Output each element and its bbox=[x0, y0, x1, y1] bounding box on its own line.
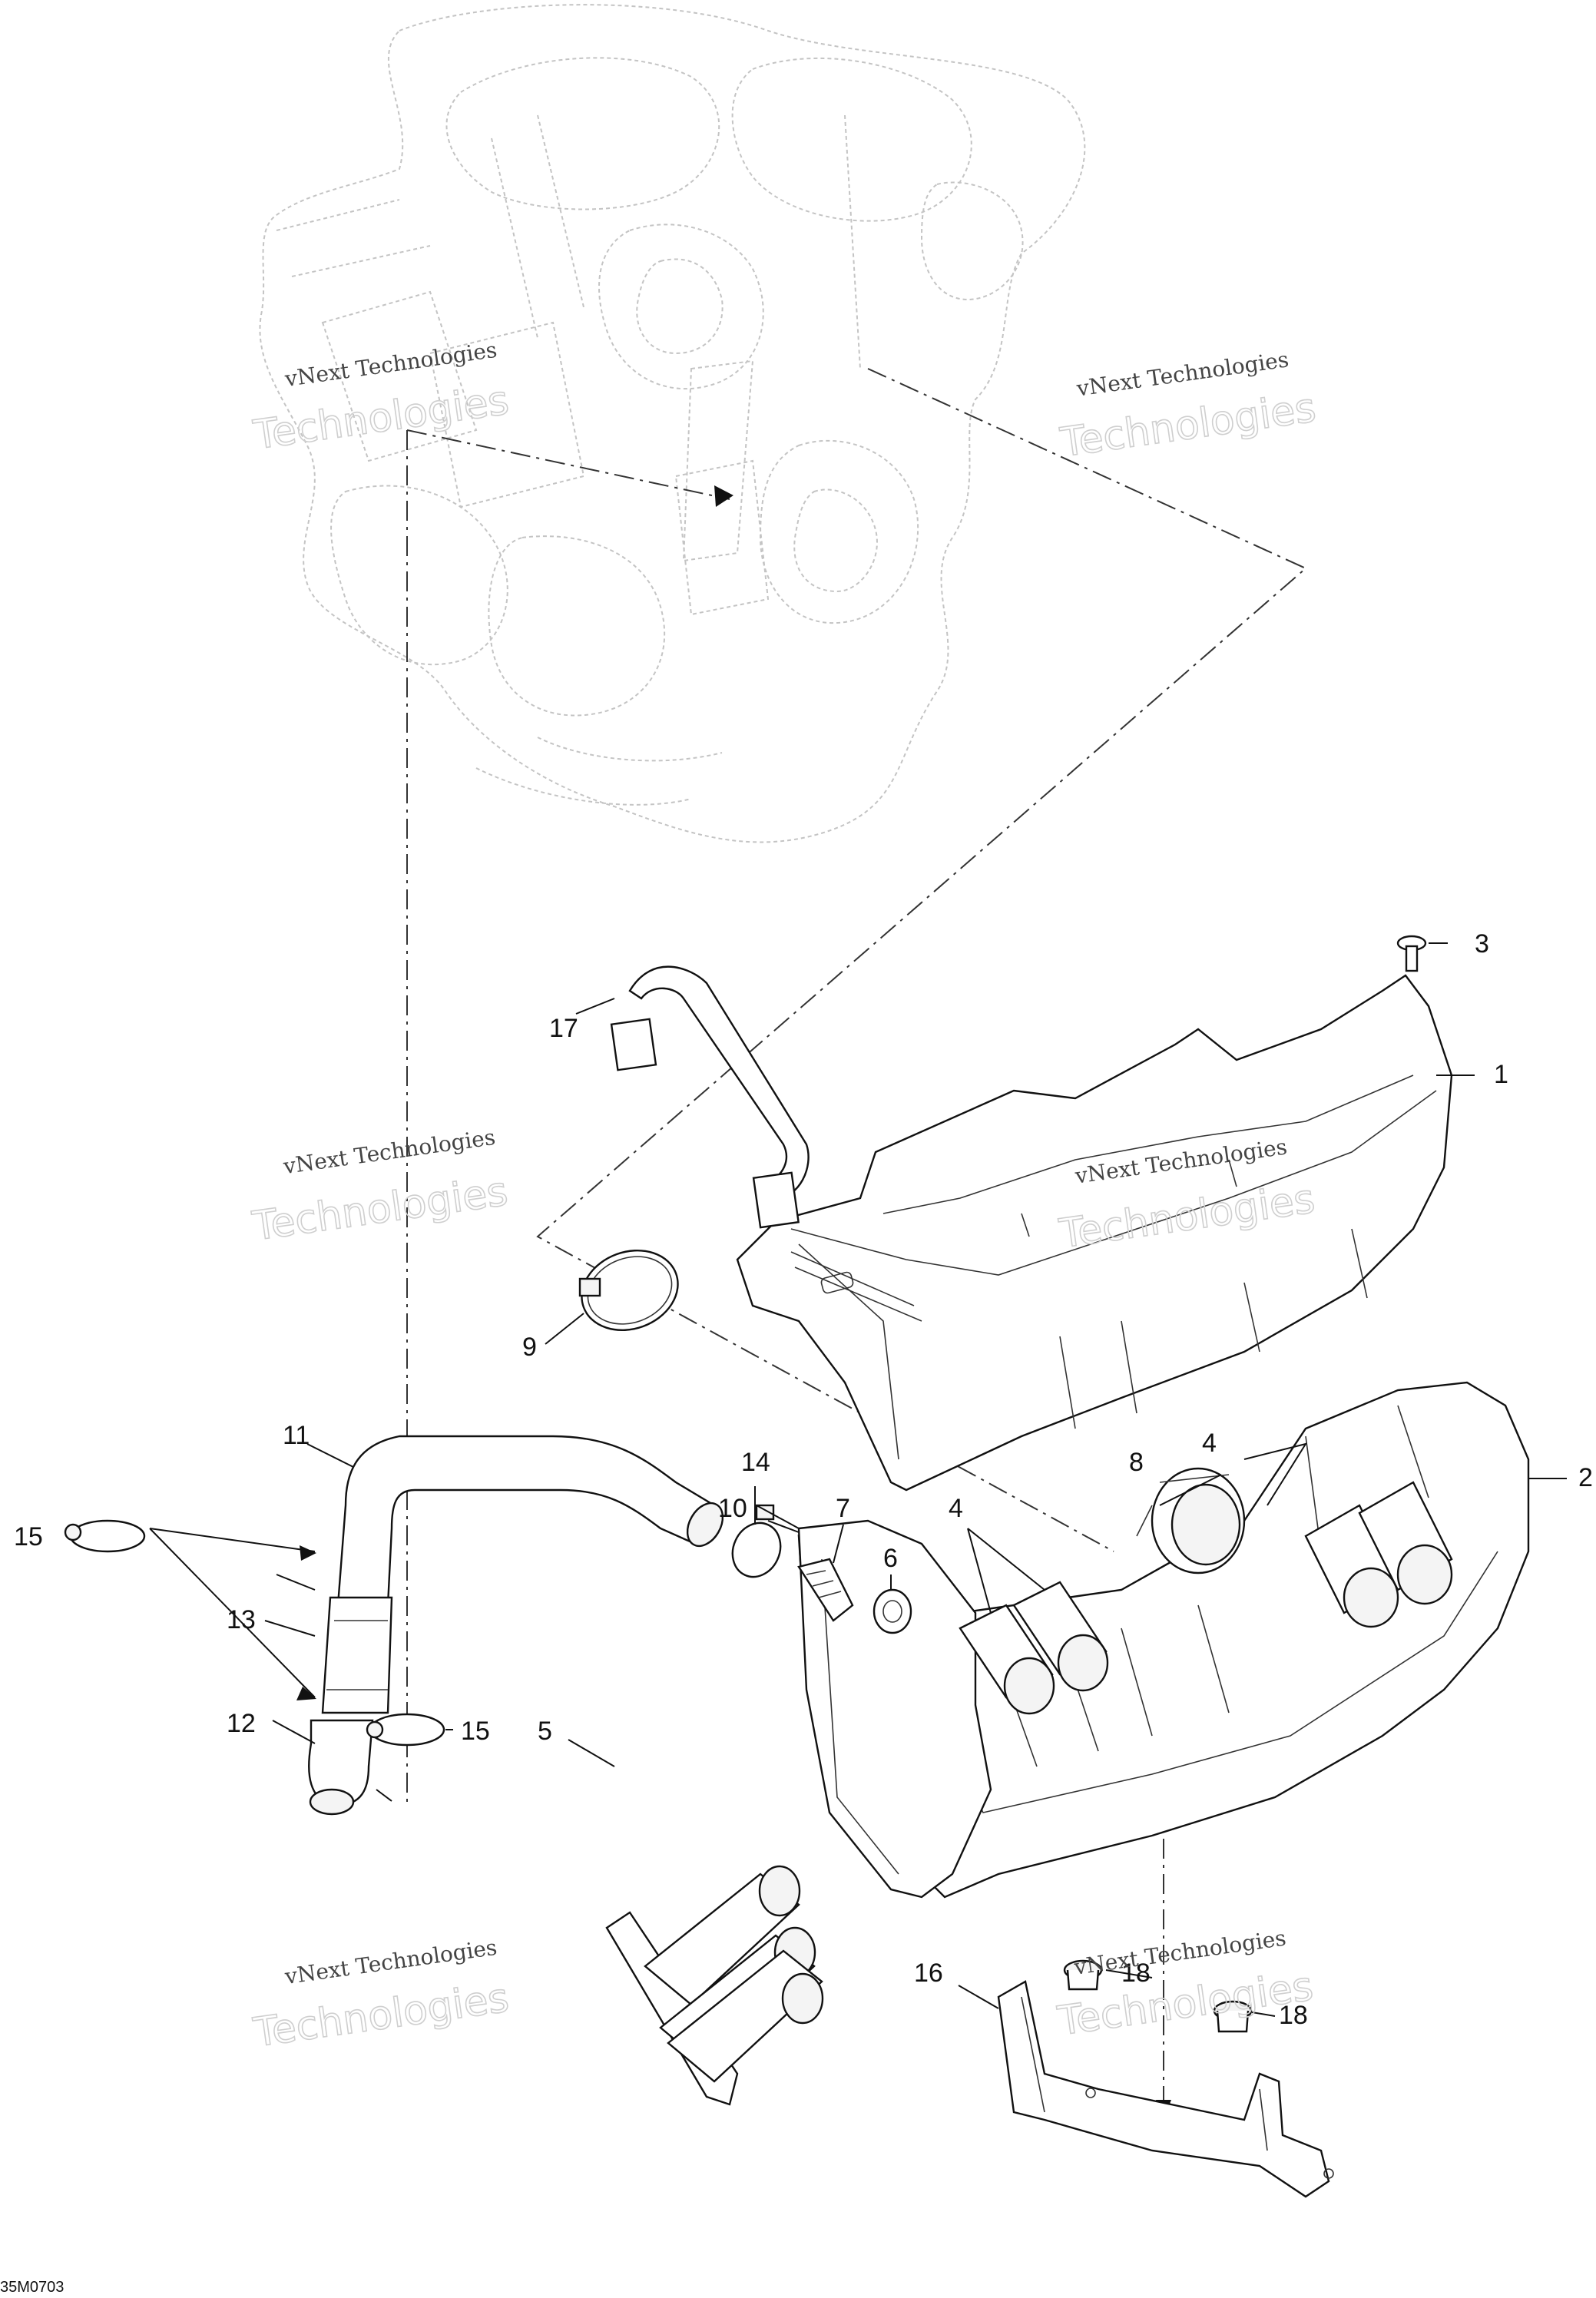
svg-text:vNext Technologies: vNext Technologies bbox=[281, 1124, 497, 1180]
part-11-hose bbox=[336, 1435, 724, 1607]
callout-1: 1 bbox=[1494, 1060, 1508, 1089]
callout-5: 5 bbox=[538, 1717, 552, 1746]
callout-13: 13 bbox=[227, 1605, 256, 1634]
callout-14: 14 bbox=[741, 1448, 770, 1477]
part-4-filter-tubes-right bbox=[1304, 1481, 1453, 1628]
callout-11: 11 bbox=[283, 1421, 310, 1450]
part-12-elbow bbox=[308, 1719, 374, 1816]
svg-text:Technologies: Technologies bbox=[250, 1168, 511, 1250]
callout-12: 12 bbox=[227, 1709, 256, 1738]
part-15-clamp-left bbox=[64, 1519, 146, 1553]
part-1-airbox-cover bbox=[736, 974, 1453, 1492]
engine-ghost-drawing bbox=[259, 4, 1086, 843]
callout-6: 6 bbox=[883, 1544, 898, 1573]
part-3-screw bbox=[1396, 935, 1427, 972]
callout-15-left: 15 bbox=[14, 1522, 43, 1551]
callout-15-right: 15 bbox=[461, 1717, 490, 1746]
watermark-middle-left: vNext Technologies Technologies bbox=[249, 1124, 512, 1250]
callout-8: 8 bbox=[1129, 1448, 1144, 1477]
watermark-top-left: vNext Technologies Technologies bbox=[250, 337, 512, 459]
callout-labels: 3 1 2 4 4 5 6 7 8 9 10 11 12 13 14 15 15… bbox=[14, 929, 1593, 2030]
callout-10: 10 bbox=[718, 1494, 747, 1523]
arrowhead-13-upper bbox=[300, 1545, 316, 1561]
part-7-nipple bbox=[797, 1558, 854, 1622]
callout-3: 3 bbox=[1475, 929, 1489, 959]
callout-18-upper: 18 bbox=[1121, 1959, 1151, 1988]
drawing-reference-code: 35M0703 bbox=[0, 2279, 64, 2296]
part-13-hose-middle bbox=[321, 1596, 393, 1714]
part-17-strap bbox=[610, 965, 810, 1229]
callout-2: 2 bbox=[1578, 1463, 1593, 1492]
part-9-clamp bbox=[578, 1249, 679, 1332]
part-4-filter-tubes-center bbox=[959, 1581, 1109, 1715]
callout-16: 16 bbox=[914, 1959, 943, 1988]
leader-lines bbox=[149, 942, 1567, 2017]
callout-4-right: 4 bbox=[1202, 1429, 1217, 1458]
part-8-duct-coupler bbox=[1136, 1467, 1246, 1574]
part-5-filter-plate bbox=[605, 1865, 824, 2106]
part-18-fastener-lower bbox=[1213, 2000, 1253, 2033]
phantom-lines bbox=[406, 368, 1307, 2104]
callout-9: 9 bbox=[522, 1333, 537, 1362]
watermark-top-right: vNext Technologies Technologies bbox=[1057, 346, 1320, 467]
callout-4-center: 4 bbox=[949, 1494, 963, 1523]
engine-arrowhead bbox=[714, 485, 733, 507]
callout-17: 17 bbox=[549, 1014, 578, 1043]
part-15-clamp-right bbox=[366, 1713, 445, 1747]
part-10-filter-box bbox=[797, 1519, 992, 1899]
callout-7: 7 bbox=[836, 1494, 850, 1523]
part-18-fastener-upper bbox=[1063, 1959, 1103, 1991]
arrowhead-13-lower bbox=[296, 1687, 316, 1700]
callout-18-lower: 18 bbox=[1279, 2001, 1308, 2030]
part-6-grommet bbox=[873, 1588, 912, 1634]
part-16-bracket bbox=[997, 1980, 1334, 2198]
watermark-bottom-left: vNext Technologies Technologies bbox=[250, 1935, 512, 2057]
part-14-clamp bbox=[731, 1504, 782, 1578]
